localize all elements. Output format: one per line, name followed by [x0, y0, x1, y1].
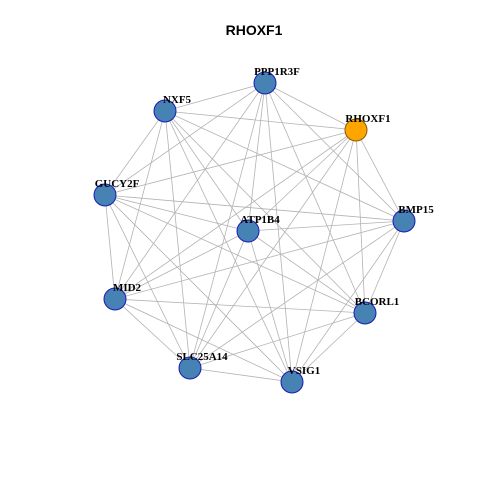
edge-ppp1r3f-vsig1 [264, 82, 293, 383]
edge-atp1b4-bcorl1 [247, 230, 366, 314]
edge-nxf5-slc25a14 [164, 110, 191, 369]
nodes-layer [93, 71, 416, 394]
graph-title: RHOXF1 [226, 22, 283, 38]
edge-bmp15-slc25a14 [189, 220, 405, 369]
edge-mid2-bcorl1 [114, 298, 366, 314]
node-label-bcorl1: BCORL1 [355, 296, 400, 308]
node-rhoxf1 [344, 118, 368, 142]
edge-gucy2f-slc25a14 [104, 194, 191, 369]
edge-nxf5-rhoxf1 [164, 110, 357, 131]
edge-atp1b4-vsig1 [247, 230, 293, 383]
edge-gucy2f-atp1b4 [104, 194, 249, 232]
edges-layer [104, 82, 405, 383]
edge-ppp1r3f-gucy2f [104, 82, 266, 196]
edge-rhoxf1-mid2 [114, 129, 357, 300]
edge-atp1b4-bmp15 [247, 220, 405, 232]
node-vsig1 [280, 370, 304, 394]
edge-rhoxf1-gucy2f [104, 129, 357, 196]
node-atp1b4 [236, 219, 260, 243]
node-label-rhoxf1: RHOXF1 [345, 113, 390, 125]
edge-mid2-vsig1 [114, 298, 293, 383]
edge-rhoxf1-vsig1 [291, 129, 357, 383]
edge-rhoxf1-atp1b4 [247, 129, 357, 232]
edge-nxf5-bcorl1 [164, 110, 366, 314]
edge-ppp1r3f-bcorl1 [264, 82, 366, 314]
edge-nxf5-gucy2f [104, 110, 166, 196]
node-bmp15 [392, 209, 416, 233]
edge-atp1b4-mid2 [114, 230, 249, 300]
edge-bmp15-mid2 [114, 220, 405, 300]
node-label-vsig1: VSIG1 [288, 365, 320, 377]
node-label-ppp1r3f: PPP1R3F [254, 66, 300, 78]
edge-slc25a14-vsig1 [189, 367, 293, 383]
node-nxf5 [153, 99, 177, 123]
edge-gucy2f-mid2 [104, 194, 116, 300]
node-ppp1r3f [253, 71, 277, 95]
edge-atp1b4-slc25a14 [189, 230, 249, 369]
node-label-atp1b4: ATP1B4 [240, 214, 280, 226]
node-label-gucy2f: GUCY2F [95, 178, 140, 190]
edge-ppp1r3f-atp1b4 [247, 82, 266, 232]
edge-rhoxf1-bcorl1 [355, 129, 366, 314]
edge-ppp1r3f-rhoxf1 [264, 82, 357, 131]
edge-gucy2f-bmp15 [104, 194, 405, 222]
edge-ppp1r3f-mid2 [114, 82, 266, 300]
node-bcorl1 [353, 301, 377, 325]
edge-mid2-slc25a14 [114, 298, 191, 369]
edge-rhoxf1-bmp15 [355, 129, 405, 222]
node-mid2 [103, 287, 127, 311]
edge-bmp15-bcorl1 [364, 220, 405, 314]
edge-nxf5-bmp15 [164, 110, 405, 222]
edge-bcorl1-vsig1 [291, 312, 366, 383]
node-gucy2f [93, 183, 117, 207]
edge-ppp1r3f-bmp15 [264, 82, 405, 222]
edge-gucy2f-bcorl1 [104, 194, 366, 314]
node-label-mid2: MID2 [113, 282, 142, 294]
node-label-bmp15: BMP15 [398, 204, 434, 216]
edge-nxf5-atp1b4 [164, 110, 249, 232]
node-label-slc25a14: SLC25A14 [176, 351, 228, 363]
edge-nxf5-vsig1 [164, 110, 293, 383]
edge-ppp1r3f-nxf5 [164, 82, 266, 112]
edge-bcorl1-slc25a14 [189, 312, 366, 369]
edge-bmp15-vsig1 [291, 220, 405, 383]
edge-nxf5-mid2 [114, 110, 166, 300]
node-slc25a14 [178, 356, 202, 380]
edge-gucy2f-vsig1 [104, 194, 293, 383]
node-label-nxf5: NXF5 [163, 94, 192, 106]
